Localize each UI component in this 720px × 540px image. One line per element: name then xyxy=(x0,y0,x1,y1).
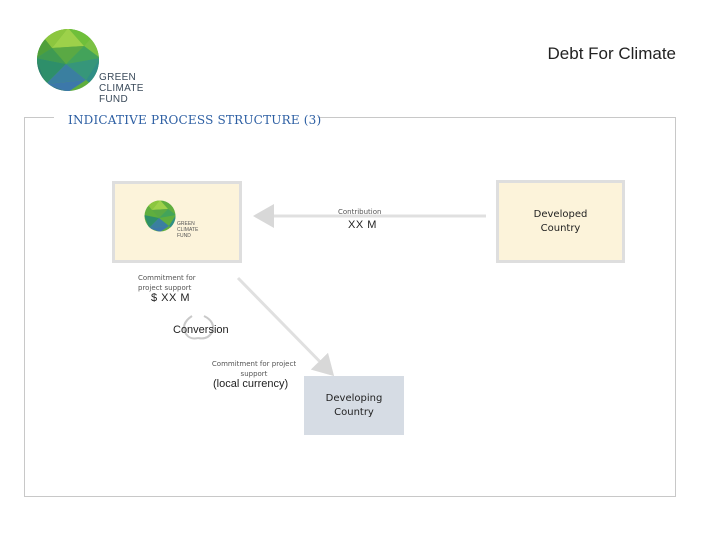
gcf-node xyxy=(112,181,242,263)
conversion-icon xyxy=(183,315,214,340)
commitment-label: Commitment for project support xyxy=(138,273,196,293)
logo-line: FUND xyxy=(99,94,128,105)
logo-line: CLIMATE xyxy=(177,227,199,233)
logo-line: GREEN xyxy=(177,221,195,227)
developed-country-label: Developed Country xyxy=(534,208,588,236)
gcf-small-wordmark: GREEN CLIMATE FUND xyxy=(177,221,198,239)
gcf-small-logo-icon xyxy=(144,200,176,232)
conversion-label: Conversion xyxy=(173,324,229,336)
local-currency-value: (local currency) xyxy=(213,378,289,390)
logo-line: FUND xyxy=(177,233,191,239)
diagram-frame xyxy=(24,117,676,497)
green-climate-fund-logo xyxy=(37,29,99,91)
logo-line: CLIMATE xyxy=(99,83,144,94)
frame-top-edge-left xyxy=(24,117,54,118)
contribution-value: XX M xyxy=(348,219,377,231)
frame-top-edge-right xyxy=(318,117,676,118)
label-line: Country xyxy=(334,406,374,418)
label-line: support xyxy=(240,370,268,378)
label-line: Developing xyxy=(325,392,383,404)
section-title: INDICATIVE PROCESS STRUCTURE (3) xyxy=(68,113,322,127)
local-commitment-label: Commitment for project support xyxy=(204,359,304,379)
label-line: project support xyxy=(138,284,192,292)
logo-wordmark: GREEN CLIMATE FUND xyxy=(99,72,144,105)
label-line: Commitment for xyxy=(138,274,196,282)
developing-country-label: Developing Country xyxy=(326,392,383,420)
page-title: Debt For Climate xyxy=(547,44,676,63)
developing-country-node: Developing Country xyxy=(304,376,404,435)
label-line: Developed xyxy=(533,208,588,220)
contribution-label: Contribution xyxy=(338,208,382,216)
commitment-value: $ XX M xyxy=(151,292,191,304)
commitment-arrow xyxy=(236,276,335,377)
label-line: Country xyxy=(540,222,581,234)
developed-country-node: Developed Country xyxy=(496,180,625,263)
label-line: Commitment for project xyxy=(211,360,297,368)
logo-line: GREEN xyxy=(99,72,137,83)
